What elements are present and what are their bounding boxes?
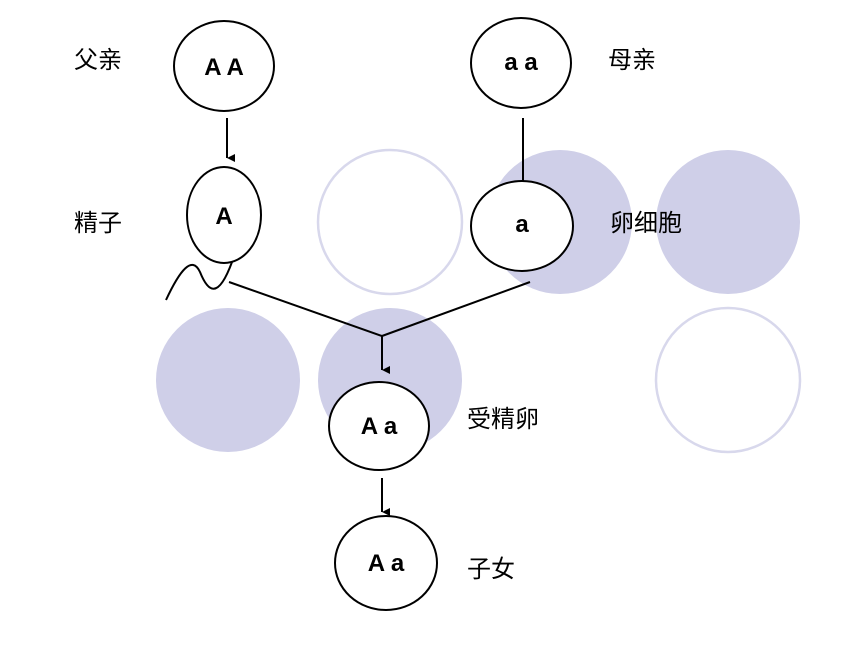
father-cell-shape <box>173 20 275 112</box>
label-sperm: 精子 <box>74 209 122 237</box>
offspring-genotype: A a <box>368 550 405 577</box>
sperm-cell: A <box>165 166 262 301</box>
father-genotype: A A <box>204 54 244 81</box>
decor-circle-3 <box>156 308 300 452</box>
offspring-cell: A a <box>334 515 438 611</box>
decor-ring-1 <box>316 148 464 296</box>
label-father: 父亲 <box>74 46 122 74</box>
zygote-cell-shape <box>328 381 430 471</box>
egg-cell: a <box>470 180 574 272</box>
sperm-genotype: A <box>215 203 232 230</box>
line-sperm-to-junction <box>228 281 383 337</box>
connectors <box>226 118 531 516</box>
label-offspring: 子女 <box>467 555 515 583</box>
egg-genotype: a <box>515 211 529 238</box>
decor-ring-2 <box>654 306 802 454</box>
label-zygote: 受精卵 <box>467 405 539 433</box>
label-mother: 母亲 <box>608 46 656 74</box>
egg-cell-shape <box>470 180 574 272</box>
line-egg-to-junction <box>381 281 531 337</box>
background-decoration <box>156 148 802 454</box>
mother-cell-shape <box>470 17 572 109</box>
decor-circle-2 <box>656 150 800 294</box>
sperm-head <box>186 166 262 264</box>
offspring-cell-shape <box>334 515 438 611</box>
zygote-genotype: A a <box>361 413 398 440</box>
father-cell: A A <box>173 20 275 112</box>
mother-cell: a a <box>470 17 572 109</box>
label-egg: 卵细胞 <box>610 209 682 237</box>
zygote-cell: A a <box>328 381 430 471</box>
sperm-tail <box>165 261 233 301</box>
mother-genotype: a a <box>504 49 538 76</box>
